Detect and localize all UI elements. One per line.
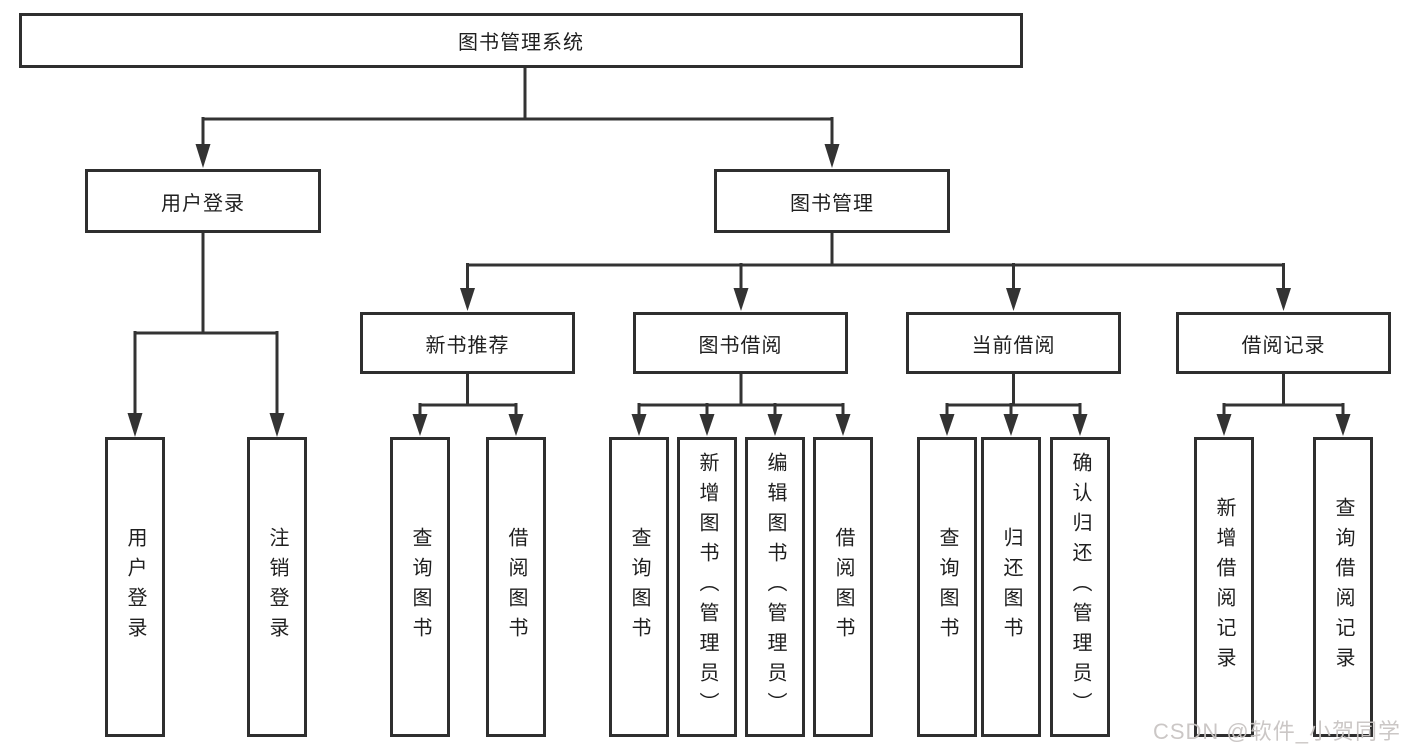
leaf-logout-label: 注销登录	[266, 527, 288, 647]
node-borrowing-records: 借阅记录	[1176, 312, 1391, 374]
leaf-borrow-books-recommend: 借阅图书	[486, 437, 546, 737]
leaf-borrow-books-borrowing-label: 借阅图书	[832, 527, 854, 647]
node-user-login: 用户登录	[85, 169, 321, 233]
leaf-logout: 注销登录	[247, 437, 307, 737]
node-book-borrowing-label: 图书借阅	[698, 334, 783, 357]
leaf-query-books-borrowing-label: 查询图书	[628, 527, 650, 647]
leaf-return-books: 归还图书	[981, 437, 1041, 737]
leaf-borrow-books-borrowing: 借阅图书	[813, 437, 873, 737]
leaf-return-books-label: 归还图书	[1000, 527, 1022, 647]
leaf-add-book-admin: 新增图书（管理员）	[677, 437, 737, 737]
csdn-watermark: CSDN @软件_小贺同学	[1152, 719, 1401, 744]
leaf-edit-book-admin: 编辑图书（管理员）	[745, 437, 805, 737]
leaf-query-books-borrowing: 查询图书	[609, 437, 669, 737]
leaf-confirm-return-admin: 确认归还（管理员）	[1050, 437, 1110, 737]
node-book-borrowing: 图书借阅	[633, 312, 848, 374]
leaf-edit-book-admin-label: 编辑图书（管理员）	[764, 452, 786, 722]
leaf-query-books-recommend: 查询图书	[390, 437, 450, 737]
leaf-confirm-return-admin-label: 确认归还（管理员）	[1069, 452, 1091, 722]
node-new-book-recommendation-label: 新书推荐	[425, 334, 510, 357]
node-book-management-label: 图书管理	[790, 192, 874, 215]
leaf-user-login-label: 用户登录	[124, 527, 146, 647]
leaf-query-books-current: 查询图书	[917, 437, 977, 737]
node-root: 图书管理系统	[19, 13, 1023, 68]
node-current-borrowing: 当前借阅	[906, 312, 1121, 374]
node-user-login-label: 用户登录	[161, 192, 245, 215]
leaf-user-login: 用户登录	[105, 437, 165, 737]
leaf-query-books-recommend-label: 查询图书	[409, 527, 431, 647]
leaf-query-books-current-label: 查询图书	[936, 527, 958, 647]
leaf-borrow-books-recommend-label: 借阅图书	[505, 527, 527, 647]
node-root-label: 图书管理系统	[458, 32, 584, 54]
leaf-query-borrow-record: 查询借阅记录	[1313, 437, 1373, 737]
leaf-add-borrow-record-label: 新增借阅记录	[1213, 497, 1235, 677]
node-borrowing-records-label: 借阅记录	[1241, 334, 1326, 357]
node-new-book-recommendation: 新书推荐	[360, 312, 575, 374]
leaf-query-borrow-record-label: 查询借阅记录	[1332, 497, 1354, 677]
node-book-management: 图书管理	[714, 169, 950, 233]
leaf-add-book-admin-label: 新增图书（管理员）	[696, 452, 718, 722]
node-current-borrowing-label: 当前借阅	[971, 334, 1056, 357]
leaf-add-borrow-record: 新增借阅记录	[1194, 437, 1254, 737]
